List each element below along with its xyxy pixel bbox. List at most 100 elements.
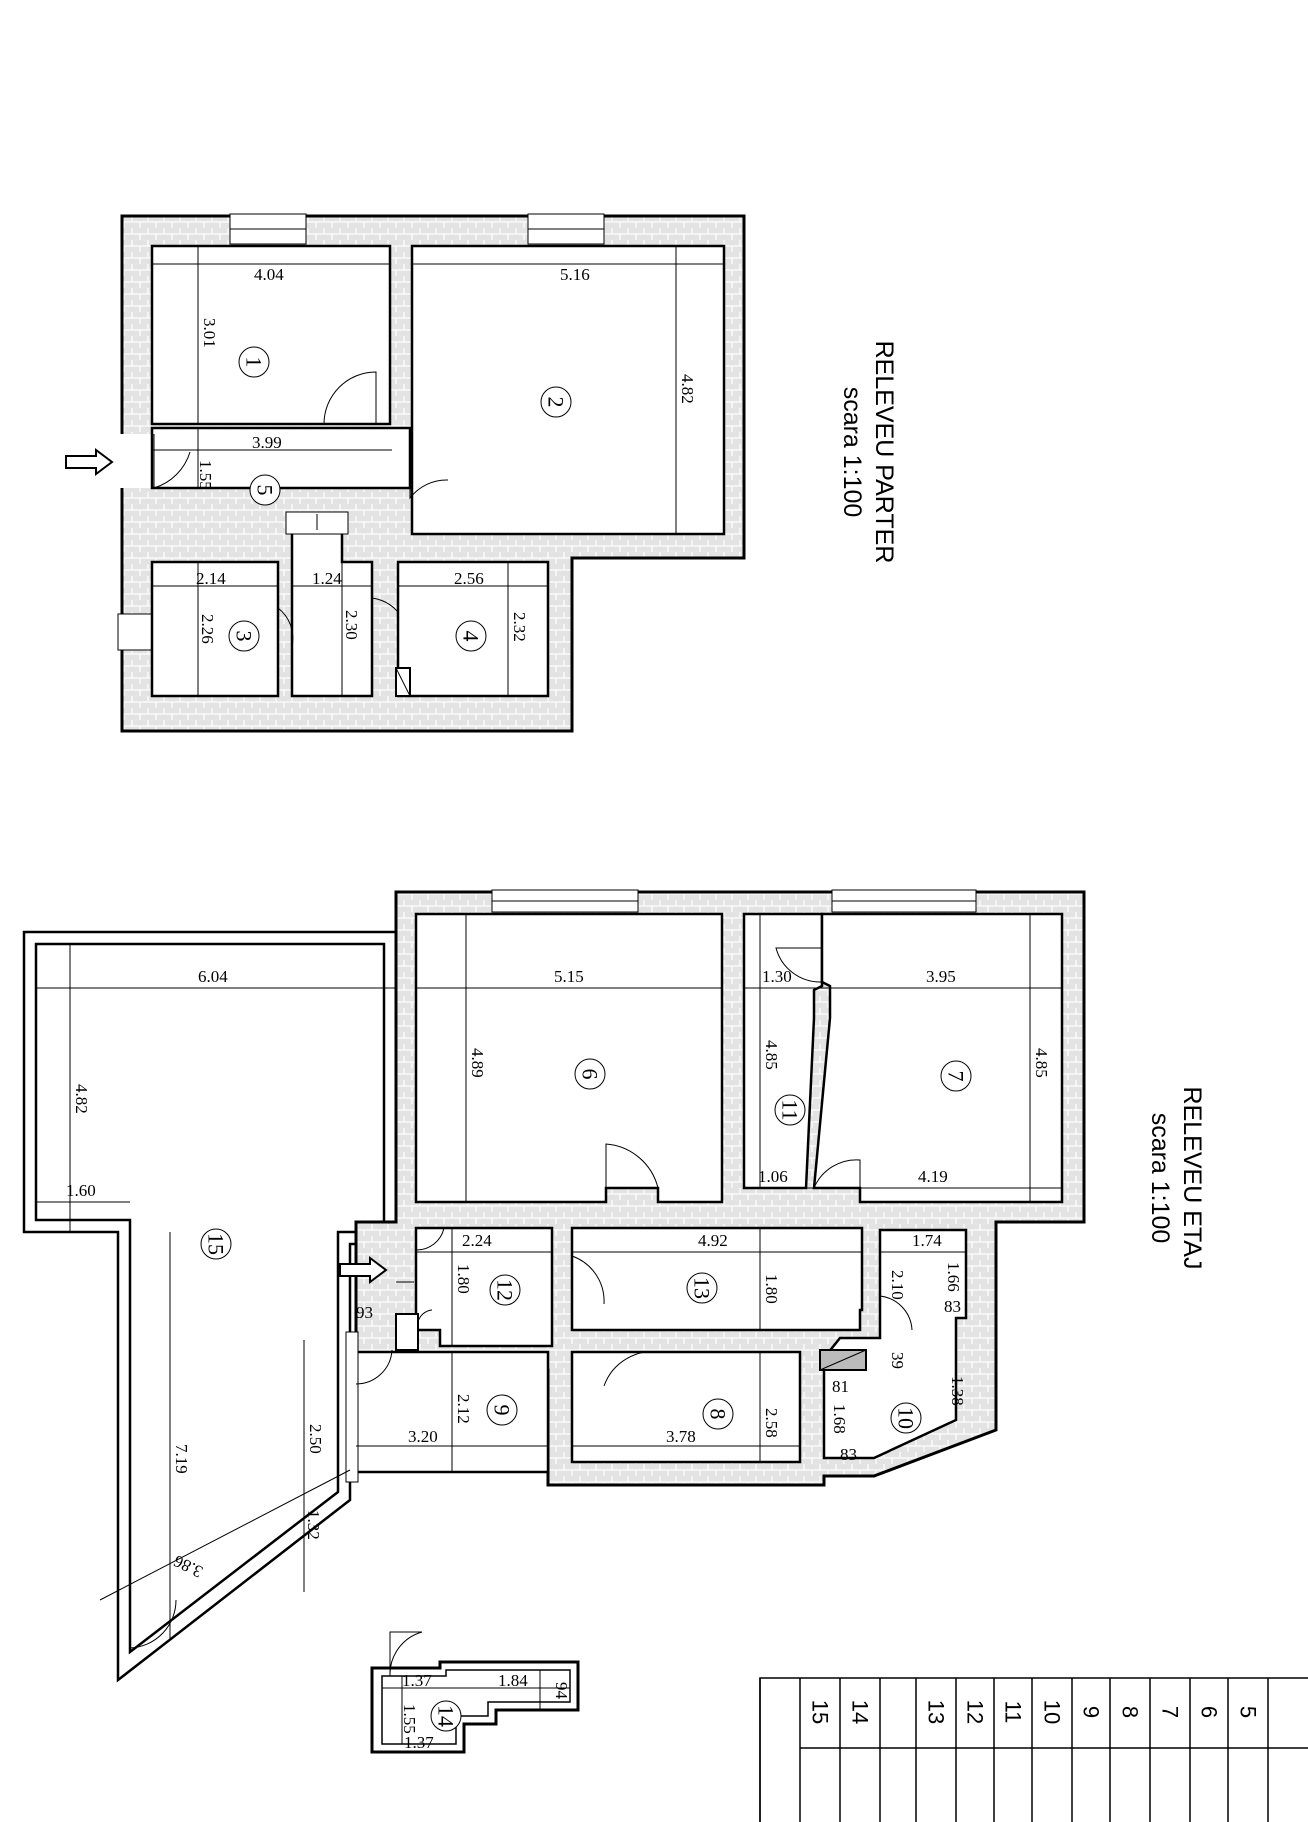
room-13 — [570, 1226, 864, 1332]
legend-room-number: 14 — [848, 1700, 873, 1724]
svg-text:15: 15 — [204, 1233, 229, 1255]
upper-floor-plan: 6 7 8 9 10 11 12 13 14 15 6.04 4.82 1.60… — [22, 889, 1086, 1754]
dim-label: 6.04 — [198, 967, 228, 986]
door — [603, 1351, 661, 1387]
ground-floor-title: RELEVEU PARTER scara 1:100 — [838, 341, 898, 564]
terrace-outline — [22, 930, 398, 1683]
dim-label: 3.86 — [171, 1551, 206, 1581]
entrance-arrow-icon — [65, 448, 114, 476]
dim-label: 1.66 — [944, 1262, 963, 1292]
room-number: 14 — [430, 1700, 462, 1732]
dim-label: 2.26 — [198, 614, 217, 644]
svg-text:8: 8 — [706, 1409, 731, 1420]
svg-text:scara 1:100: scara 1:100 — [1146, 1113, 1174, 1244]
dim-label: 1.37 — [402, 1671, 432, 1690]
dim-label: 5.16 — [560, 265, 590, 284]
dim-label: 83 — [840, 1445, 857, 1464]
legend-room-number: 9 — [1079, 1706, 1104, 1718]
dim-label: 1.80 — [762, 1274, 781, 1304]
dim-label: 1.32 — [304, 1510, 323, 1540]
room-number: 4 — [455, 620, 487, 652]
dim-label: 5.15 — [554, 967, 584, 986]
dim-label: 7.19 — [172, 1444, 191, 1474]
dim-label: 1.74 — [912, 1231, 942, 1250]
svg-text:5: 5 — [253, 485, 278, 496]
room-7 — [812, 912, 1064, 1204]
room-number: 15 — [200, 1228, 232, 1260]
door — [571, 1255, 605, 1305]
svg-text:3: 3 — [232, 631, 257, 642]
dim-label: 4.89 — [468, 1048, 487, 1078]
room-number: 10 — [890, 1402, 922, 1434]
dim-label: 2.56 — [454, 569, 484, 588]
room-number: 6 — [574, 1058, 606, 1090]
dim-label: 3.20 — [408, 1427, 438, 1446]
door — [371, 597, 399, 640]
dim-label: 2.32 — [510, 612, 529, 642]
door — [605, 1143, 659, 1202]
dim-label: 1.38 — [948, 1376, 967, 1406]
door — [409, 452, 449, 500]
dim-label: 3.01 — [200, 318, 219, 348]
door — [775, 947, 823, 983]
dim-label: 93 — [356, 1303, 373, 1322]
dim-label: 2.50 — [306, 1424, 325, 1454]
dim-label: 2.12 — [454, 1394, 473, 1424]
legend-room-number: 7 — [1158, 1706, 1183, 1718]
dim-label: 83 — [944, 1297, 961, 1316]
dim-label: 4.04 — [254, 265, 284, 284]
legend-room-number: 15 — [808, 1700, 833, 1724]
dim-label: 1.55 — [400, 1704, 419, 1734]
dim-label: 1.68 — [830, 1404, 849, 1434]
dim-label: 1.06 — [758, 1167, 788, 1186]
svg-text:10: 10 — [894, 1407, 919, 1429]
room-number: 2 — [540, 386, 572, 418]
room-10 — [822, 1228, 968, 1460]
door — [129, 1599, 177, 1649]
svg-text:1: 1 — [242, 357, 267, 368]
legend-room-number: 5 — [1236, 1706, 1261, 1718]
room-14 — [370, 1660, 580, 1754]
room-number: 1 — [238, 346, 270, 378]
dim-label: 4.85 — [762, 1040, 781, 1070]
dim-label: 1.30 — [762, 967, 792, 986]
room-2 — [410, 244, 726, 536]
dim-label: 1.80 — [454, 1264, 473, 1294]
room-number: 11 — [774, 1094, 806, 1126]
dim-label: 1.24 — [312, 569, 342, 588]
dim-label: 2.24 — [462, 1231, 492, 1250]
svg-text:scara 1:100: scara 1:100 — [838, 387, 866, 518]
door — [417, 1309, 433, 1323]
room-number: 12 — [489, 1274, 521, 1306]
svg-text:11: 11 — [778, 1099, 803, 1120]
dim-label: 4.85 — [1032, 1048, 1051, 1078]
dim-label: 1.37 — [404, 1733, 434, 1752]
svg-text:12: 12 — [493, 1279, 518, 1301]
dim-label: 39 — [888, 1352, 907, 1369]
dim-label: 3.78 — [666, 1427, 696, 1446]
entrance-arrow-icon — [339, 1256, 388, 1284]
legend-room-number: 8 — [1118, 1706, 1143, 1718]
svg-text:RELEVEU ETAJ: RELEVEU ETAJ — [1178, 1087, 1206, 1270]
svg-text:14: 14 — [434, 1705, 459, 1727]
door — [415, 1227, 445, 1251]
door — [277, 607, 294, 647]
svg-text:7: 7 — [944, 1071, 969, 1082]
svg-text:RELEVEU PARTER: RELEVEU PARTER — [870, 341, 898, 564]
dim-label: 2.10 — [888, 1270, 907, 1300]
dim-label: 2.14 — [196, 569, 226, 588]
legend-room-number: 10 — [1040, 1700, 1065, 1724]
room-number: 8 — [702, 1398, 734, 1430]
svg-text:9: 9 — [490, 1405, 515, 1416]
dim-label: 81 — [832, 1377, 849, 1396]
dim-label: 3.99 — [252, 433, 282, 452]
legend-room-number: 13 — [924, 1700, 949, 1724]
legend-room-number: 12 — [963, 1700, 988, 1724]
dim-label: 1.60 — [66, 1181, 96, 1200]
svg-text:6: 6 — [578, 1069, 603, 1080]
dim-label: 4.82 — [678, 374, 697, 404]
dim-label: 4.92 — [698, 1231, 728, 1250]
svg-text:4: 4 — [459, 631, 484, 642]
